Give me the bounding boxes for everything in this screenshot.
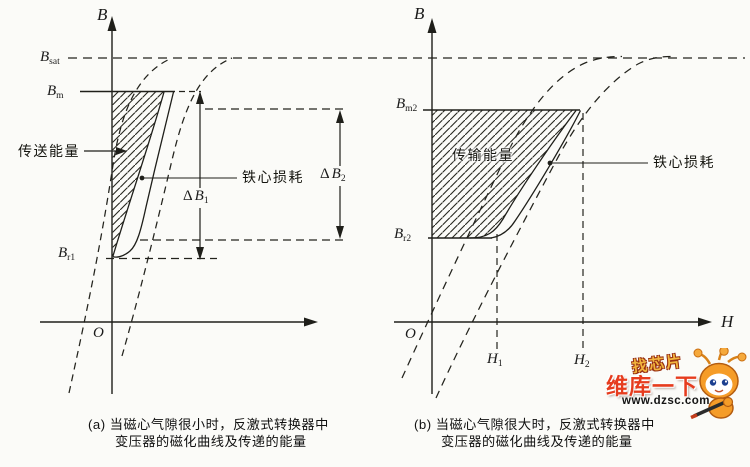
right-core-loss-label: 铁心损耗 <box>653 154 715 170</box>
watermark-url: www.dzsc.com <box>622 395 711 407</box>
dzsc-watermark: 找芯片 维库一下 www.dzsc.com <box>606 348 750 426</box>
left-delta-b1-arrowhead-down <box>196 247 204 260</box>
caption-a-line1: (a) 当磁心气隙很小时，反激式转换器中 <box>88 417 329 432</box>
left-delta-b1-arrowhead-up <box>196 91 204 104</box>
right-dashed-curve-2 <box>435 55 673 399</box>
caption-b: (b) 当磁心气隙很大时，反激式转换器中 变压器的磁化曲线及传递的能量 <box>414 416 704 451</box>
right-origin-label: O <box>405 326 416 342</box>
caption-b-line2: 变压器的磁化曲线及传递的能量 <box>441 434 633 450</box>
left-b-r1-label: Br1 <box>58 245 76 263</box>
left-transfer-energy-hatch <box>112 92 164 256</box>
caption-a-line2: 变压器的磁化曲线及传递的能量 <box>115 434 307 450</box>
left-b-sat-label: Bsat <box>40 49 60 67</box>
right-dashed-curve-1 <box>401 55 623 379</box>
left-dashed-curve-2 <box>121 57 233 357</box>
left-delta-b2-arrowhead-down <box>336 226 344 239</box>
right-b-r2-label: Br2 <box>394 226 412 244</box>
right-h-axis-label: H <box>721 312 734 331</box>
right-transmit-energy-label: 传输能量 <box>452 147 514 163</box>
right-transmit-energy-hatch <box>432 110 576 238</box>
left-dashed-curve-1 <box>68 57 173 394</box>
right-b-axis-arrowhead <box>427 18 437 33</box>
right-h2-label: H2 <box>574 352 590 370</box>
left-core-loss-label: 铁心损耗 <box>242 169 304 185</box>
left-b-axis-arrowhead <box>107 16 117 31</box>
left-origin-label: O <box>93 325 104 341</box>
left-delta-b2-arrowhead-up <box>336 110 344 123</box>
caption-a: (a) 当磁心气隙很小时，反激式转换器中 变压器的磁化曲线及传递的能量 <box>88 416 378 451</box>
right-b-m2-label: Bm2 <box>396 96 418 114</box>
left-loop-inner-branch <box>112 91 165 257</box>
right-loop-inner-branch <box>469 110 577 239</box>
left-b-axis-label: B <box>97 5 108 24</box>
right-b-axis-label: B <box>414 4 425 23</box>
left-loop-outer-branch <box>112 91 175 258</box>
left-transfer-pointer-arrowhead <box>116 147 127 155</box>
left-h-axis-arrowhead <box>304 317 318 327</box>
watermark-brand: 维库一下 <box>606 374 699 399</box>
left-b-m-label: Bm <box>47 83 64 101</box>
left-transfer-energy-label: 传送能量 <box>18 143 80 159</box>
right-loop-outer-branch <box>490 110 582 239</box>
caption-b-line1: (b) 当磁心气隙很大时，反激式转换器中 <box>414 417 655 432</box>
right-h1-label: H1 <box>487 351 503 369</box>
right-h-axis-arrowhead <box>698 317 712 327</box>
mascot-icon <box>690 348 747 420</box>
